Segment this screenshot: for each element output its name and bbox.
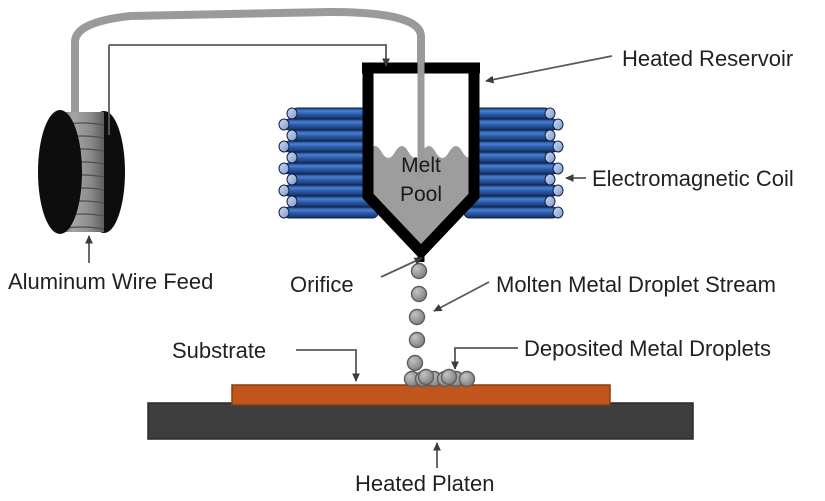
droplet	[408, 331, 426, 349]
wire-spool	[38, 110, 125, 234]
deposited-droplet	[440, 368, 458, 386]
molten-droplet-stream	[405, 262, 428, 389]
melt-pool-liquid	[368, 146, 474, 250]
deposited-droplet	[417, 368, 435, 386]
melt-pool-label-line1: Melt	[401, 154, 441, 177]
platen-body	[147, 402, 694, 440]
label-heated-reservoir: Heated Reservoir	[622, 46, 793, 71]
label-orifice: Orifice	[290, 272, 354, 297]
label-molten-metal-droplet-stream: Molten Metal Droplet Stream	[496, 272, 776, 297]
leader-substrate	[296, 349, 360, 382]
label-heated-platen: Heated Platen	[355, 471, 494, 496]
leader-orifice	[380, 257, 423, 278]
leader-heated-reservoir	[485, 55, 613, 84]
label-substrate: Substrate	[172, 338, 266, 363]
label-aluminum-wire-feed: Aluminum Wire Feed	[8, 269, 213, 294]
electromagnetic-coil-right	[463, 107, 564, 219]
heated-reservoir: Melt Pool	[362, 58, 480, 262]
droplet	[410, 285, 428, 303]
wire-feed-line	[71, 7, 425, 216]
spool-flange-left	[38, 110, 82, 234]
droplet	[408, 308, 426, 326]
melt-pool-label-line2: Pool	[400, 183, 442, 206]
deposited-droplets	[403, 368, 476, 388]
droplet	[406, 354, 424, 372]
label-deposited-metal-droplets: Deposited Metal Droplets	[524, 336, 771, 361]
leader-deposited-droplets	[451, 347, 518, 370]
coil-end-caps-right	[544, 107, 564, 219]
leader-droplet-stream	[433, 281, 490, 312]
leader-lines	[85, 44, 613, 468]
substrate	[231, 384, 611, 406]
heated-platen	[147, 402, 694, 440]
wire-feed-path	[71, 7, 425, 216]
leader-wire-feed-top	[109, 44, 390, 67]
substrate-body	[231, 384, 611, 406]
droplet	[410, 262, 428, 280]
label-electromagnetic-coil: Electromagnetic Coil	[592, 166, 794, 191]
deposited-droplet	[458, 370, 476, 388]
coil-end-caps-left	[278, 107, 298, 219]
